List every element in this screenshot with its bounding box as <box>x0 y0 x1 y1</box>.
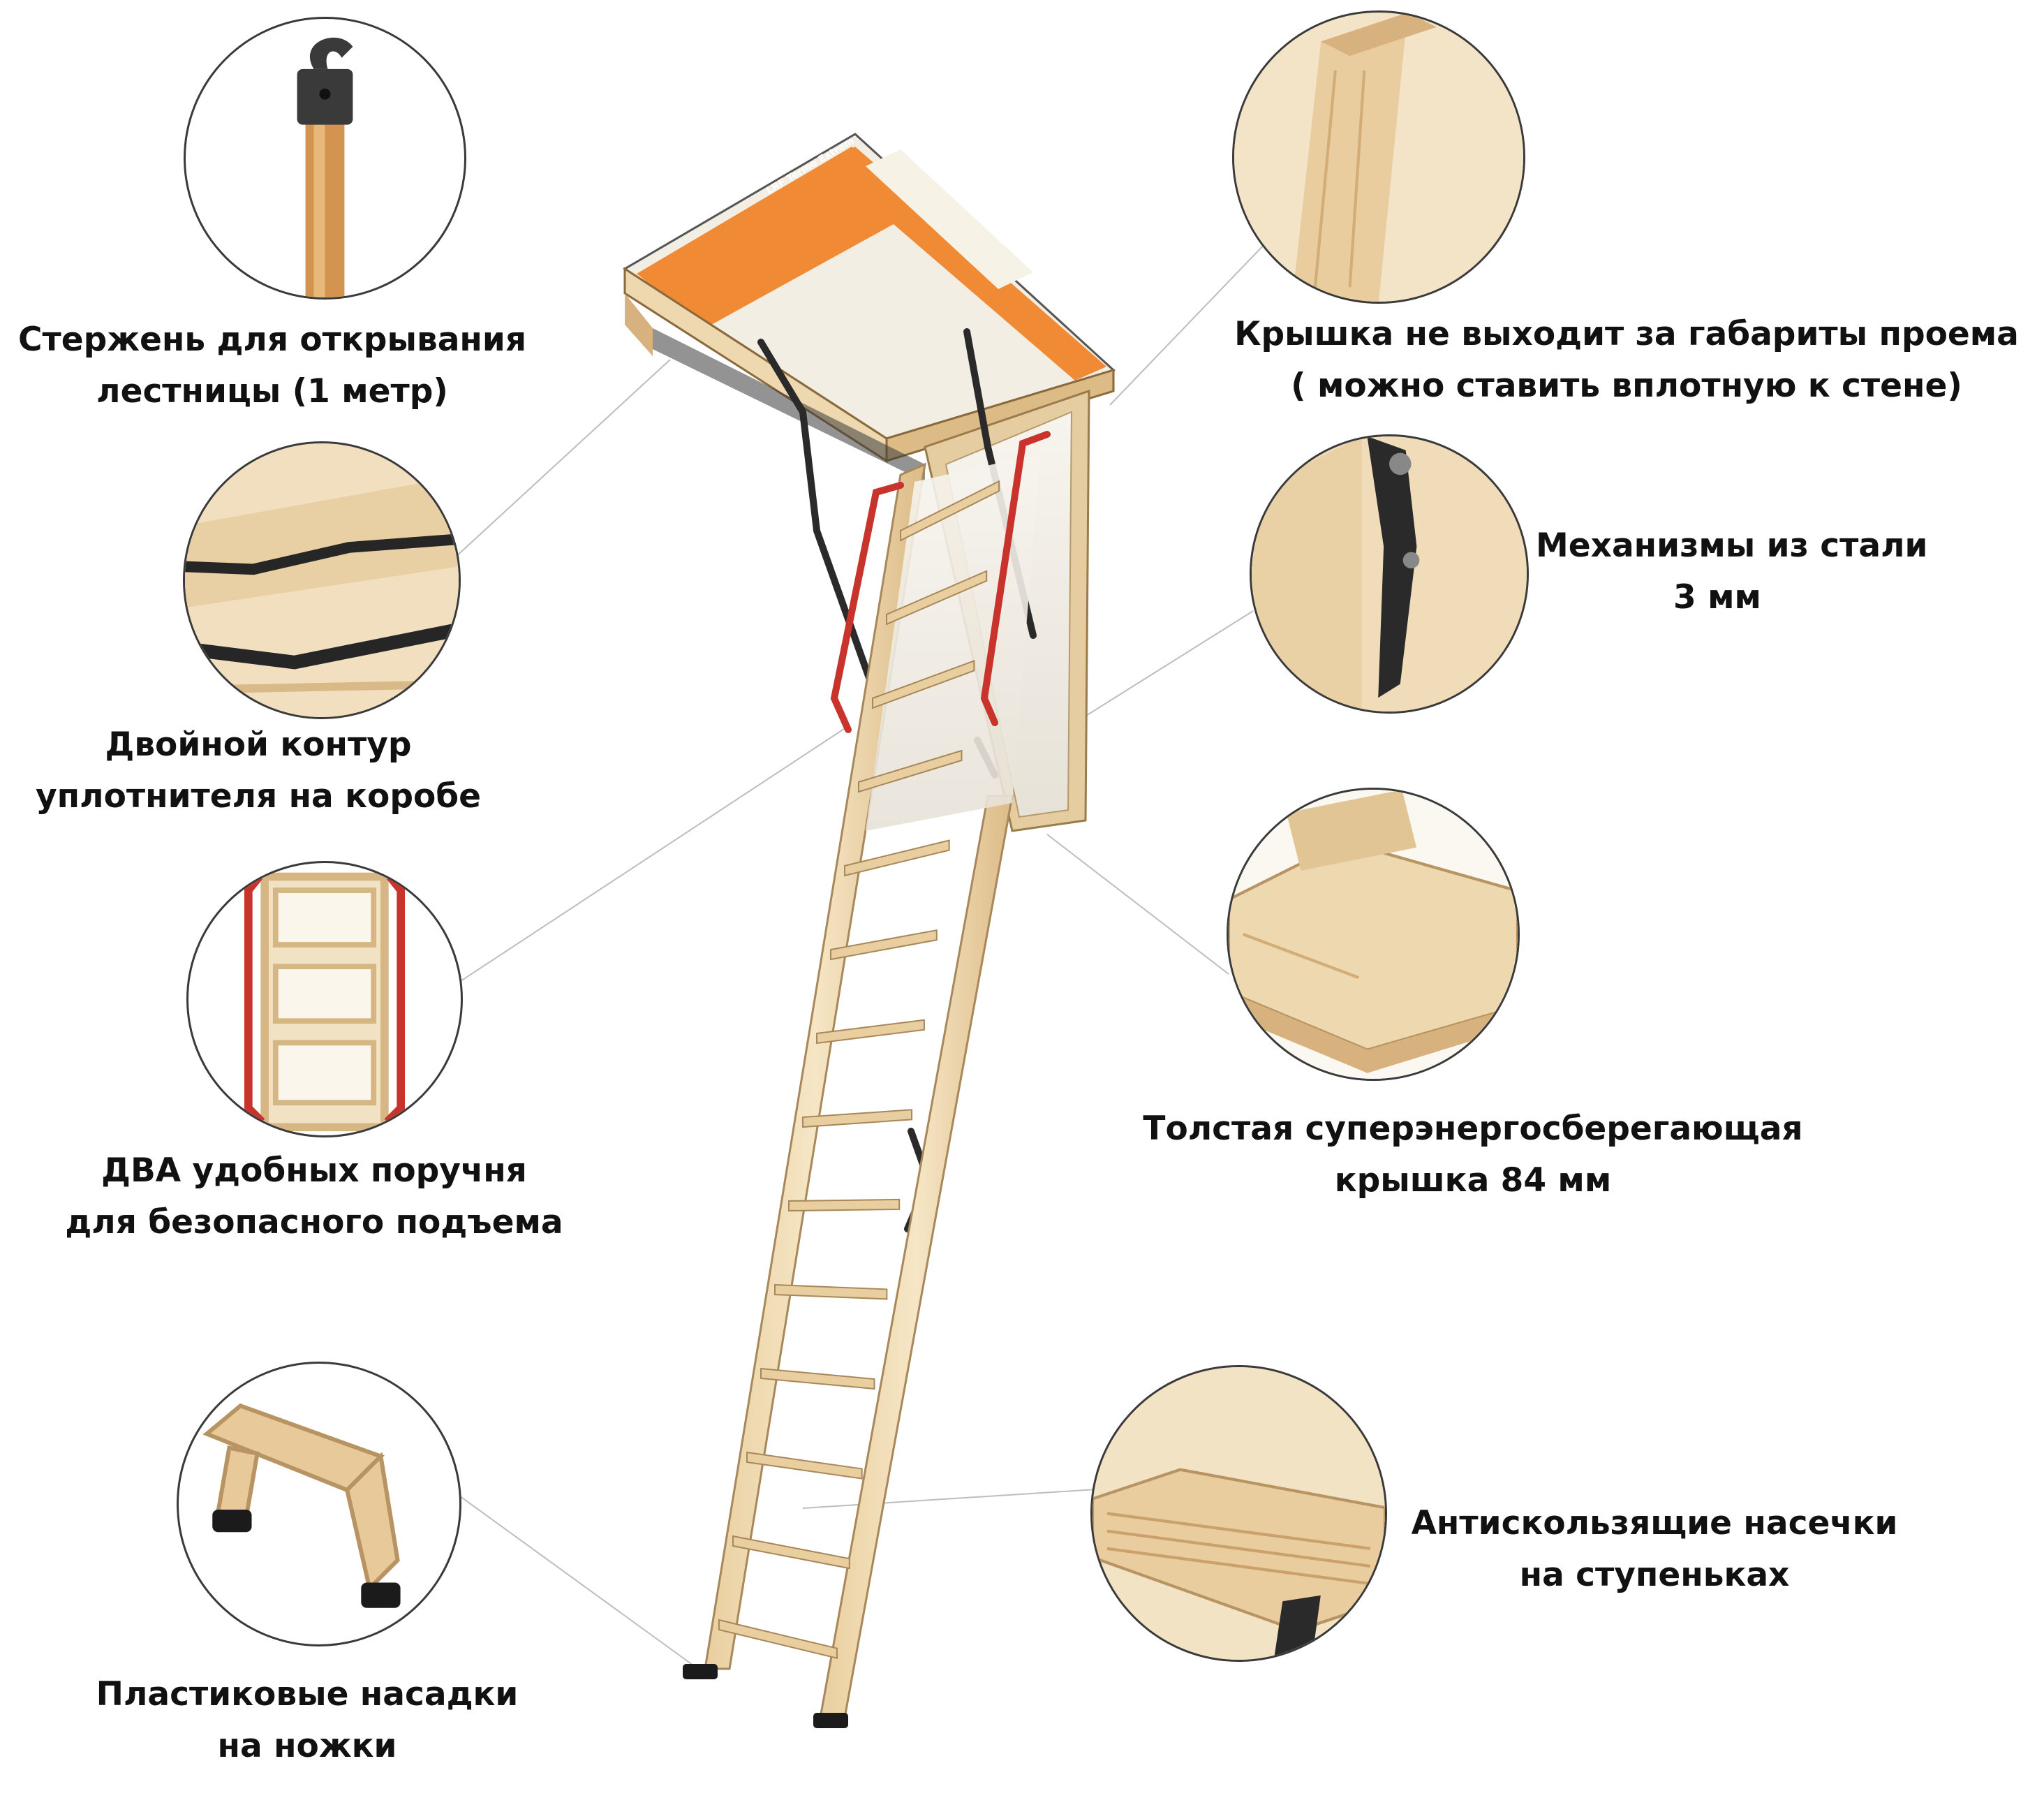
caption-thick-cover-line-2: крышка 84 мм <box>1334 1161 1612 1200</box>
seal-contour-icon <box>185 443 459 717</box>
ladder <box>704 454 1040 1719</box>
caption-mechanism-line-1: Механизмы из стали <box>1536 526 1928 565</box>
plastic-foot-icon <box>202 1403 401 1608</box>
caption-seal-line-1: Двойной контур <box>105 725 412 764</box>
ladder-step <box>900 480 1000 542</box>
caption-rod-line-2: лестницы (1 метр) <box>96 372 448 411</box>
caption-mechanism: Механизмы из стали 3 мм <box>1536 520 1928 624</box>
ladder-step <box>886 570 988 626</box>
handrails <box>830 431 1051 733</box>
ladder-step <box>718 1619 838 1659</box>
mechanism-detail-circle <box>1250 434 1529 714</box>
ladder-step <box>774 1283 888 1300</box>
caption-cover-line-2: ( можно ставить вплотную к стене) <box>1291 367 1962 405</box>
feet-detail-circle <box>177 1362 461 1646</box>
ladder-step <box>746 1451 863 1480</box>
caption-handrails-line-2: для безопасного подъема <box>65 1203 563 1241</box>
steel-hinge-icon <box>1252 436 1527 712</box>
rod-detail-circle <box>184 17 466 300</box>
ladder-step <box>858 749 963 793</box>
ladder-step <box>844 839 950 877</box>
ladder-step <box>732 1535 850 1570</box>
ladder-step <box>830 929 938 961</box>
caption-seal-line-2: уплотнителя на коробе <box>36 777 481 816</box>
thick-cover-detail-circle <box>1227 788 1520 1081</box>
ladder-step <box>872 659 975 709</box>
caption-seal: Двойной контур уплотнителя на коробе <box>14 719 503 823</box>
caption-anti-slip: Антискользящие насечки на ступеньках <box>1389 1498 1920 1601</box>
caption-feet-line-2: на ножки <box>217 1727 397 1765</box>
caption-thick-cover: Толстая суперэнергосберегающая крышка 84… <box>1117 1103 1829 1207</box>
caption-mechanism-line-2: 3 мм <box>1673 578 1761 617</box>
caption-rod: Стержень для открывания лестницы (1 метр… <box>7 314 538 418</box>
seal-detail-circle <box>183 441 461 719</box>
plastic-feet <box>683 1664 848 1728</box>
caption-handrails-line-1: ДВА удобных поручня <box>101 1151 527 1190</box>
anti-slip-detail-circle <box>1090 1365 1387 1662</box>
ladder-step <box>816 1019 925 1045</box>
hook-rod-icon <box>297 37 353 297</box>
leader-lines <box>453 223 1285 1670</box>
thick-cover-icon <box>1229 790 1518 1079</box>
cover-detail-circle <box>1232 10 1525 304</box>
caption-feet: Пластиковые насадки на ножки <box>63 1669 551 1772</box>
ladder-step <box>788 1198 901 1212</box>
cover-edge-icon <box>1234 13 1523 302</box>
ladder-step <box>802 1109 913 1128</box>
caption-handrails: ДВА удобных поручня для безопасного подъ… <box>28 1145 600 1248</box>
handrail-icon <box>244 872 406 1132</box>
ladder-step <box>760 1367 875 1390</box>
caption-cover: Крышка не выходит за габариты проема ( м… <box>1222 309 2031 412</box>
caption-rod-line-1: Стержень для открывания <box>18 320 526 359</box>
caption-cover-line-1: Крышка не выходит за габариты проема <box>1234 315 2019 353</box>
caption-anti-slip-line-2: на ступеньках <box>1519 1556 1790 1594</box>
handrail-detail-circle <box>186 861 463 1137</box>
anti-slip-step-icon <box>1093 1367 1385 1660</box>
caption-anti-slip-line-1: Антискользящие насечки <box>1411 1504 1898 1542</box>
ladder-steps <box>718 480 1000 1659</box>
caption-thick-cover-line-1: Толстая суперэнергосберегающая <box>1143 1110 1803 1148</box>
caption-feet-line-1: Пластиковые насадки <box>96 1675 519 1714</box>
